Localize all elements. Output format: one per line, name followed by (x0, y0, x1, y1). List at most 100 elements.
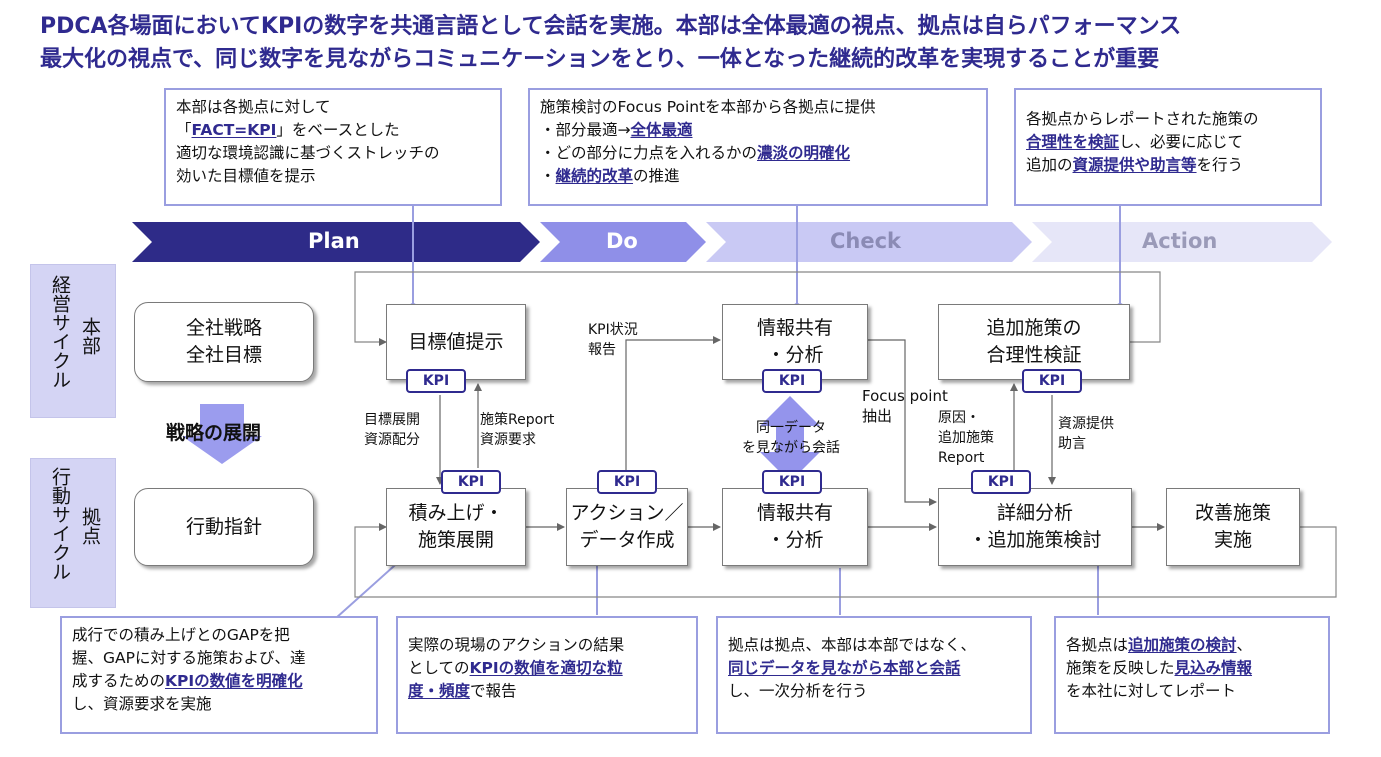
highlight: 見込み情報 (1174, 659, 1253, 677)
resource-advice-label: 資源提供 助言 (1058, 414, 1114, 454)
node-text: 全社戦略 (185, 317, 262, 339)
node-text: 施策展開 (417, 529, 494, 551)
detail-callout-line: 施策を反映した見込み情報 (1066, 659, 1253, 677)
target-node: 目標値提示 (386, 304, 526, 380)
share-callout-line: 拠点は拠点、本部は本部ではなく、 (728, 636, 977, 654)
node-text: 改善施策 (1194, 502, 1271, 524)
node-text: ・分析 (766, 529, 824, 551)
same-data-label: 同一データ を見ながら会話 (734, 418, 848, 458)
strategy-deploy-label: 戦略の展開 (166, 422, 262, 444)
label-line: 助言 (1058, 436, 1086, 452)
share-callout-line: 同じデータを見ながら本部と会話 (728, 657, 1020, 680)
share-top-node: 情報共有 ・分析 (722, 304, 868, 380)
headline-line-2: 最大化の視点で、同じ数字を見ながらコミュニケーションをとり、一体となった継続的改… (40, 47, 1160, 72)
node-text: ・追加施策検討 (968, 529, 1102, 551)
focus-point-label: Focus point 抽出 (862, 386, 948, 426)
do-check-callout-line: ・部分最適→全体最適 (540, 121, 693, 139)
strategy-deploy-arrow (182, 404, 262, 464)
cause-report-label: 原因・ 追加施策 Report (938, 408, 994, 468)
build-node: 積み上げ・ 施策展開 (386, 488, 526, 566)
headline-line-1: PDCA各場面においてKPIの数字を共通言語として会話を実施。本部は全体最適の視… (40, 14, 1182, 39)
kpi-badge: KPI (762, 369, 822, 393)
highlight: 同じデータを見ながら本部と会話 (728, 659, 961, 677)
improve-node: 改善施策 実施 (1166, 488, 1300, 566)
hq-label: 本部 (79, 317, 101, 355)
label-line: 原因・ (938, 410, 980, 426)
highlight: 濃淡の明確化 (757, 144, 851, 162)
highlight: KPIの数値を適切な粒 (469, 659, 623, 677)
label-line: 施策Report (480, 412, 555, 428)
do-check-callout-line: 施策検討のFocus Pointを本部から各拠点に提供 (540, 98, 876, 116)
label-line: 追加施策 (938, 430, 994, 446)
plan-callout: 本部は各拠点に対して 「FACT=KPI」をベースとした 適切な環境認識に基づく… (164, 88, 502, 206)
do-check-callout-line: ・どの部分に力点を入れるかの濃淡の明確化 (540, 144, 851, 162)
share-bottom-node: 情報共有 ・分析 (722, 488, 868, 566)
build-callout-line: 成行での積み上げとのGAPを把 (72, 626, 290, 644)
kpi-badge: KPI (441, 470, 501, 494)
share-callout: 拠点は拠点、本部は本部ではなく、 同じデータを見ながら本部と会話 し、一次分析を… (716, 616, 1032, 734)
node-text: 積み上げ・ (408, 502, 504, 524)
phase-plan-label: Plan (308, 229, 360, 253)
label-line: 資源提供 (1058, 416, 1114, 432)
plan-callout-line: 効いた目標値を提示 (176, 167, 316, 185)
highlight: 全体最適 (630, 121, 693, 139)
share-callout-line: し、一次分析を行う (728, 682, 868, 700)
action-result-callout-line: 度・頻度で報告 (408, 682, 517, 700)
detail-callout: 各拠点は追加施策の検討、 施策を反映した見込み情報 を本社に対してレポート (1054, 616, 1330, 734)
phase-action-label: Action (1142, 229, 1218, 253)
action-callout-line: 各拠点からレポートされた施策の (1026, 110, 1259, 128)
node-text: 実施 (1213, 529, 1252, 551)
phase-check-label: Check (830, 229, 902, 253)
kpi-badge: KPI (1022, 369, 1082, 393)
label-line: 報告 (588, 342, 616, 358)
hq-cycle-label: 経営サイクル (49, 275, 71, 389)
node-text: 目標値提示 (408, 330, 504, 353)
highlight: KPIの数値を明確化 (165, 672, 303, 690)
fact-kpi-highlight: FACT=KPI (191, 121, 277, 139)
plan-callout-line: 「FACT=KPI」をベースとした (176, 121, 400, 139)
target-deploy-label: 目標展開 資源配分 (364, 410, 420, 450)
action-callout-line: 追加の資源提供や助言等を行う (1026, 156, 1244, 174)
label-line: 抽出 (862, 407, 893, 425)
node-text: 行動指針 (185, 515, 262, 538)
kpi-badge: KPI (971, 470, 1031, 494)
highlight: 資源提供や助言等 (1072, 156, 1197, 174)
node-text: アクション／ (570, 502, 684, 524)
do-check-callout-line: ・継続的改革の推進 (540, 167, 680, 185)
label-line: 目標展開 (364, 412, 420, 428)
plan-callout-line: 適切な環境認識に基づくストレッチの (176, 144, 440, 162)
report-request-label: 施策Report 資源要求 (480, 410, 554, 450)
check-phase-arrow (706, 222, 1032, 262)
action-result-callout-line: としてのKPIの数値を適切な粒 (408, 659, 623, 677)
node-text: 詳細分析 (996, 502, 1073, 524)
detail-node: 詳細分析 ・追加施策検討 (938, 488, 1132, 566)
action-callout-line: 合理性を検証し、必要に応じて (1026, 133, 1244, 151)
label-line: を見ながら会話 (742, 440, 840, 456)
highlight: 追加施策の検討 (1128, 636, 1237, 654)
label-line: 同一データ (756, 420, 826, 436)
action-result-callout: 実際の現場のアクションの結果 としてのKPIの数値を適切な粒 度・頻度で報告 (396, 616, 698, 734)
action-data-node: アクション／ データ作成 (566, 488, 688, 566)
action-callout: 各拠点からレポートされた施策の 合理性を検証し、必要に応じて 追加の資源提供や助… (1014, 88, 1322, 206)
branch-sidebar: 行動サイクル 拠点 (30, 458, 116, 608)
hq-sidebar: 経営サイクル 本部 (30, 264, 116, 418)
kpi-badge: KPI (406, 369, 466, 393)
hq-strategy-node: 全社戦略 全社目標 (134, 302, 314, 382)
node-text: 情報共有 (756, 317, 833, 339)
detail-callout-line: 各拠点は追加施策の検討、 (1066, 636, 1253, 654)
plan-callout-line: 本部は各拠点に対して (176, 98, 331, 116)
highlight: 合理性を検証 (1026, 133, 1120, 151)
same-data-double-arrow (760, 396, 820, 482)
kpi-badge: KPI (762, 470, 822, 494)
do-phase-arrow (540, 222, 706, 262)
label-line: Report (938, 450, 985, 466)
label-line: Focus point (862, 387, 948, 405)
plan-phase-arrow (132, 222, 540, 262)
highlight: 度・頻度 (408, 682, 471, 700)
branch-policy-node: 行動指針 (134, 488, 314, 566)
node-text: データ作成 (579, 529, 675, 551)
verify-node: 追加施策の 合理性検証 (938, 304, 1130, 380)
label-line: KPI状況 (588, 322, 638, 338)
headline: PDCA各場面においてKPIの数字を共通言語として会話を実施。本部は全体最適の視… (40, 10, 1360, 76)
branch-cycle-label: 行動サイクル (49, 467, 71, 581)
